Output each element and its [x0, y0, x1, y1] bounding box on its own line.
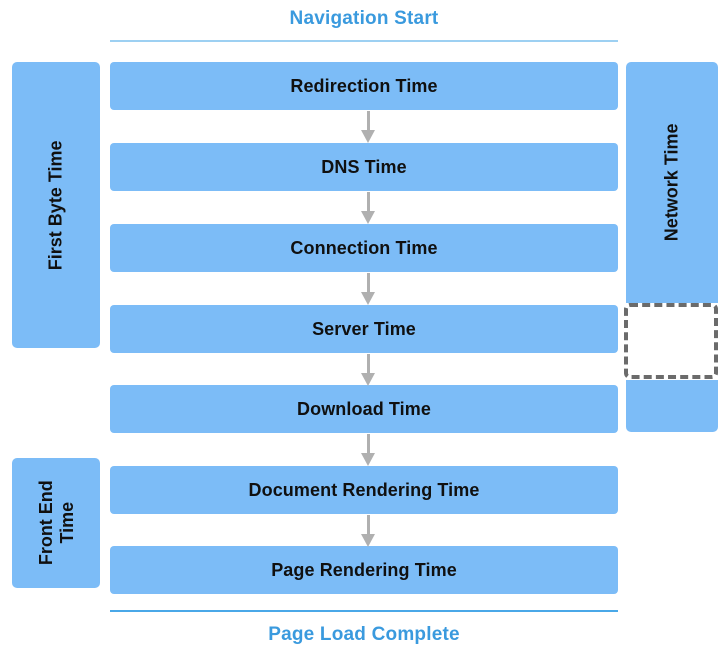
stage-server-time[interactable]: Server Time [110, 305, 618, 353]
group-network-time-continuation [626, 380, 718, 432]
stage-label: DNS Time [321, 156, 407, 177]
stage-page-rendering-time[interactable]: Page Rendering Time [110, 546, 618, 594]
stage-label: Page Rendering Time [271, 559, 457, 580]
stage-label: Server Time [312, 318, 416, 339]
group-network-time-label: Network Time [661, 123, 682, 242]
group-front-end-time-label: Front End Time [35, 480, 76, 566]
group-first-byte-time: First Byte Time [12, 62, 100, 348]
stage-label: Document Rendering Time [248, 479, 480, 500]
arrow-down-icon [361, 273, 375, 306]
arrow-down-icon [361, 515, 375, 548]
arrow-down-icon [361, 111, 375, 144]
arrow-down-icon [361, 192, 375, 225]
stage-download-time[interactable]: Download Time [110, 385, 618, 433]
navigation-start-label: Navigation Start [289, 8, 439, 29]
group-front-end-time: Front End Time [12, 458, 100, 588]
stage-dns-time[interactable]: DNS Time [110, 143, 618, 191]
stage-label: Download Time [297, 398, 431, 419]
stage-document-rendering-time[interactable]: Document Rendering Time [110, 466, 618, 514]
stage-redirection-time[interactable]: Redirection Time [110, 62, 618, 110]
arrow-down-icon [361, 434, 375, 467]
stage-label: Redirection Time [290, 75, 438, 96]
group-network-time: Network Time [626, 62, 718, 303]
stage-label: Connection Time [290, 237, 438, 258]
group-first-byte-time-label: First Byte Time [45, 140, 66, 270]
arrow-down-icon [361, 354, 375, 387]
page-load-complete-label: Page Load Complete [268, 624, 460, 645]
network-time-gap-dashed-box [624, 303, 718, 379]
navigation-start-divider [110, 40, 618, 42]
stage-connection-time[interactable]: Connection Time [110, 224, 618, 272]
page-load-complete-divider [110, 610, 618, 612]
